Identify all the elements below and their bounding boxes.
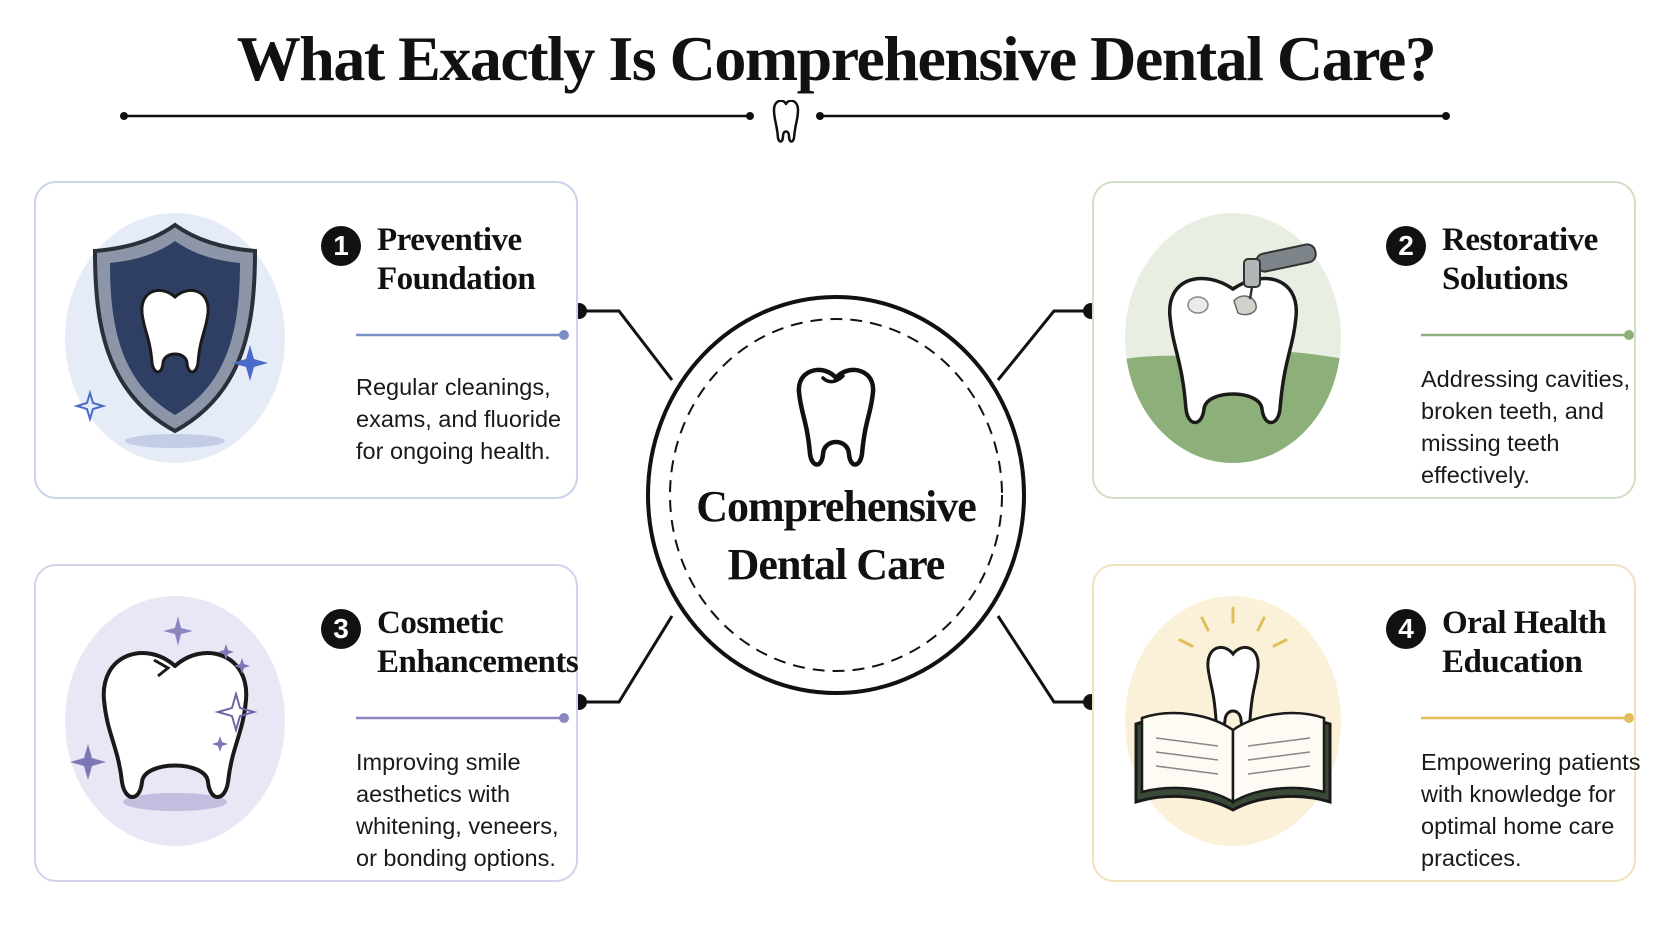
card-title: Cosmetic Enhancements bbox=[377, 604, 579, 682]
card-desc-line: whitening, veneers, bbox=[356, 813, 559, 839]
card-description: Empowering patients with knowledge for o… bbox=[1421, 746, 1651, 874]
tooth-icon bbox=[772, 100, 800, 143]
title-divider bbox=[120, 100, 1450, 143]
card-header: 3 Cosmetic Enhancements bbox=[321, 604, 579, 684]
card-title-line: Cosmetic bbox=[377, 605, 504, 641]
page-title: What Exactly Is Comprehensive Dental Car… bbox=[236, 23, 1437, 94]
card-title: Restorative Solutions bbox=[1442, 221, 1642, 299]
hub-label-line: Dental Care bbox=[727, 540, 946, 589]
drill-tooth-icon bbox=[1125, 213, 1341, 463]
step-number-badge: 4 bbox=[1386, 609, 1426, 649]
card-title-line: Oral Health bbox=[1442, 605, 1607, 641]
step-number-badge: 3 bbox=[321, 609, 361, 649]
card-title-line: Restorative bbox=[1442, 222, 1598, 258]
card-title-line: Foundation bbox=[377, 261, 536, 297]
hub-ring bbox=[646, 295, 1026, 695]
card-title-line: Education bbox=[1442, 644, 1583, 680]
tooth-icon bbox=[796, 367, 876, 467]
card-title: Oral Health Education bbox=[1442, 604, 1642, 682]
accent-rule bbox=[1421, 713, 1634, 723]
central-hub: Comprehensive Dental Care bbox=[643, 292, 1029, 698]
card-body: 3 Cosmetic Enhancements Improving smile … bbox=[321, 604, 579, 871]
hub-label: Comprehensive Dental Care bbox=[643, 478, 1029, 594]
card-title-line: Enhancements bbox=[377, 644, 579, 680]
card-body: 2 Restorative Solutions Addressing cavit… bbox=[1386, 221, 1634, 488]
book-tooth-icon bbox=[1125, 596, 1341, 846]
card-title: Preventive Foundation bbox=[377, 221, 577, 299]
card-header: 2 Restorative Solutions bbox=[1386, 221, 1626, 301]
card-restorative-solutions: 2 Restorative Solutions Addressing cavit… bbox=[1092, 181, 1636, 499]
card-desc-line: Improving smile bbox=[356, 749, 521, 775]
card-oral-health-education: 4 Oral Health Education Empowering patie… bbox=[1092, 564, 1640, 882]
shield-tooth-icon bbox=[65, 213, 285, 463]
card-desc-line: practices. bbox=[1421, 845, 1522, 871]
card-desc-line: Empowering patients bbox=[1421, 749, 1641, 775]
card-cosmetic-enhancements: 3 Cosmetic Enhancements Improving smile … bbox=[34, 564, 579, 882]
card-desc-line: exams, and fluoride bbox=[356, 406, 562, 432]
accent-rule bbox=[1421, 330, 1634, 340]
card-title-line: Solutions bbox=[1442, 261, 1568, 297]
step-number-badge: 2 bbox=[1386, 226, 1426, 266]
accent-rule bbox=[356, 713, 569, 723]
card-preventive-foundation: 1 Preventive Foundation Regular cleaning… bbox=[34, 181, 578, 499]
card-description: Addressing cavities, broken teeth, and m… bbox=[1421, 363, 1651, 491]
card-desc-line: broken teeth, and bbox=[1421, 398, 1604, 424]
card-desc-line: aesthetics with bbox=[356, 781, 511, 807]
card-desc-line: effectively. bbox=[1421, 462, 1530, 488]
card-title-line: Preventive bbox=[377, 222, 522, 258]
card-desc-line: Addressing cavities, bbox=[1421, 366, 1630, 392]
card-body: 1 Preventive Foundation Regular cleaning… bbox=[321, 221, 569, 464]
card-desc-line: optimal home care bbox=[1421, 813, 1615, 839]
card-description: Improving smile aesthetics with whitenin… bbox=[356, 746, 586, 874]
card-body: 4 Oral Health Education Empowering patie… bbox=[1386, 604, 1640, 871]
card-header: 1 Preventive Foundation bbox=[321, 221, 561, 301]
card-desc-line: Regular cleanings, bbox=[356, 374, 551, 400]
card-desc-line: for ongoing health. bbox=[356, 438, 551, 464]
accent-rule bbox=[356, 330, 569, 340]
card-description: Regular cleanings, exams, and fluoride f… bbox=[356, 371, 586, 467]
step-number-badge: 1 bbox=[321, 226, 361, 266]
card-header: 4 Oral Health Education bbox=[1386, 604, 1626, 684]
card-desc-line: missing teeth bbox=[1421, 430, 1560, 456]
card-desc-line: with knowledge for bbox=[1421, 781, 1616, 807]
card-desc-line: or bonding options. bbox=[356, 845, 556, 871]
hub-label-line: Comprehensive bbox=[696, 482, 977, 531]
sparkle-tooth-icon bbox=[65, 596, 285, 846]
